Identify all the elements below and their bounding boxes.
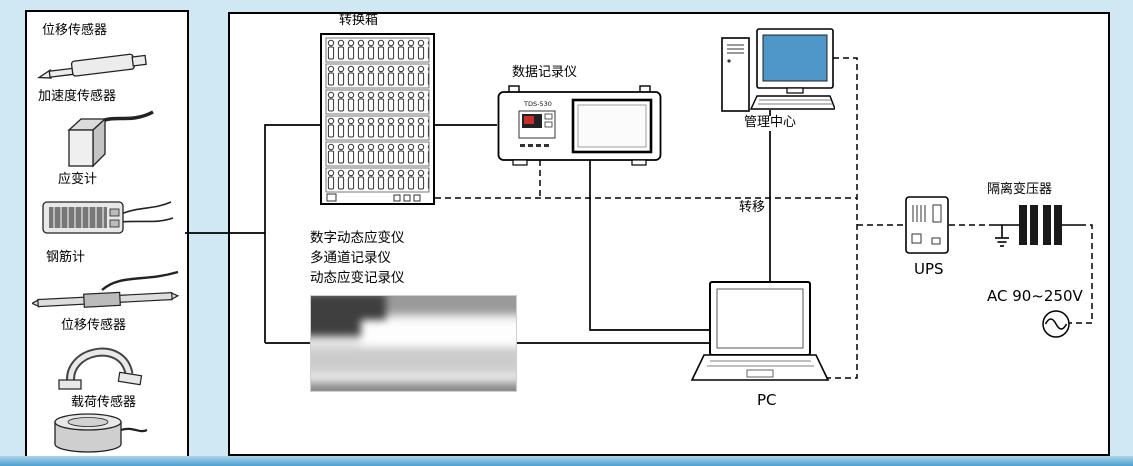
sensor-label-load-cell: 载荷传感器 (69, 395, 139, 411)
monitor-screen (762, 34, 828, 82)
pc-laptop (690, 281, 830, 381)
rack-channel-rows (325, 37, 430, 193)
instrument-title-3: 动态应变记录仪 (310, 270, 405, 286)
recorder-display (524, 116, 534, 124)
ac-power-label: AC 90~250V (985, 287, 1085, 306)
converter-box-label: 转换箱 (337, 13, 381, 29)
data-recorder: TDS-530 (497, 85, 662, 166)
laptop-base (690, 354, 830, 381)
management-center-computer (721, 28, 835, 112)
transformer-coils (1019, 205, 1062, 245)
isolation-transformer-label: 隔离变压器 (985, 182, 1055, 198)
sensor-panel: 位移传感器 加速度传感器 应变计 (25, 10, 189, 459)
sensor-label-acceleration: 加速度传感器 (36, 89, 119, 105)
sensor-label-displacement-2: 位移传感器 (59, 318, 129, 334)
sensor-label-strain-gauge: 应变计 (56, 172, 100, 188)
strain-recorder-photo (310, 295, 517, 392)
sensor-label-displacement-1: 位移传感器 (40, 23, 110, 39)
acceleration-sensor-icon (67, 110, 154, 168)
recorder-buttons (520, 144, 549, 147)
instrument-title-1: 数字动态应变仪 (310, 230, 405, 246)
ups-unit (905, 196, 949, 254)
rebar-gauge-icon (32, 270, 180, 308)
instrument-title-block: 数字动态应变仪 多通道记录仪 动态应变记录仪 (310, 228, 405, 288)
page-bottom-edge (0, 456, 1133, 466)
ac-source-icon (1042, 310, 1070, 338)
load-cell-icon (54, 413, 148, 453)
converter-box (320, 33, 435, 205)
pc-label: PC (755, 391, 779, 410)
displacement-sensor-icon (36, 53, 147, 79)
clamp-displacement-sensor-icon (58, 347, 143, 390)
data-recorder-label: 数据记录仪 (510, 65, 580, 81)
strain-gauge-icon (42, 201, 174, 234)
laptop-screen (716, 288, 804, 349)
sensor-label-rebar-gauge: 钢筋计 (44, 250, 88, 266)
ups-label: UPS (912, 260, 946, 279)
isolation-transformer (994, 205, 1080, 247)
instrument-title-2: 多通道记录仪 (310, 250, 391, 266)
transfer-label: 转移 (737, 200, 768, 216)
management-center-label: 管理中心 (742, 115, 799, 131)
data-recorder-model: TDS-530 (523, 100, 552, 108)
keyboard (749, 95, 835, 110)
tower-case (721, 37, 750, 112)
laptop-touchpad (746, 369, 774, 378)
